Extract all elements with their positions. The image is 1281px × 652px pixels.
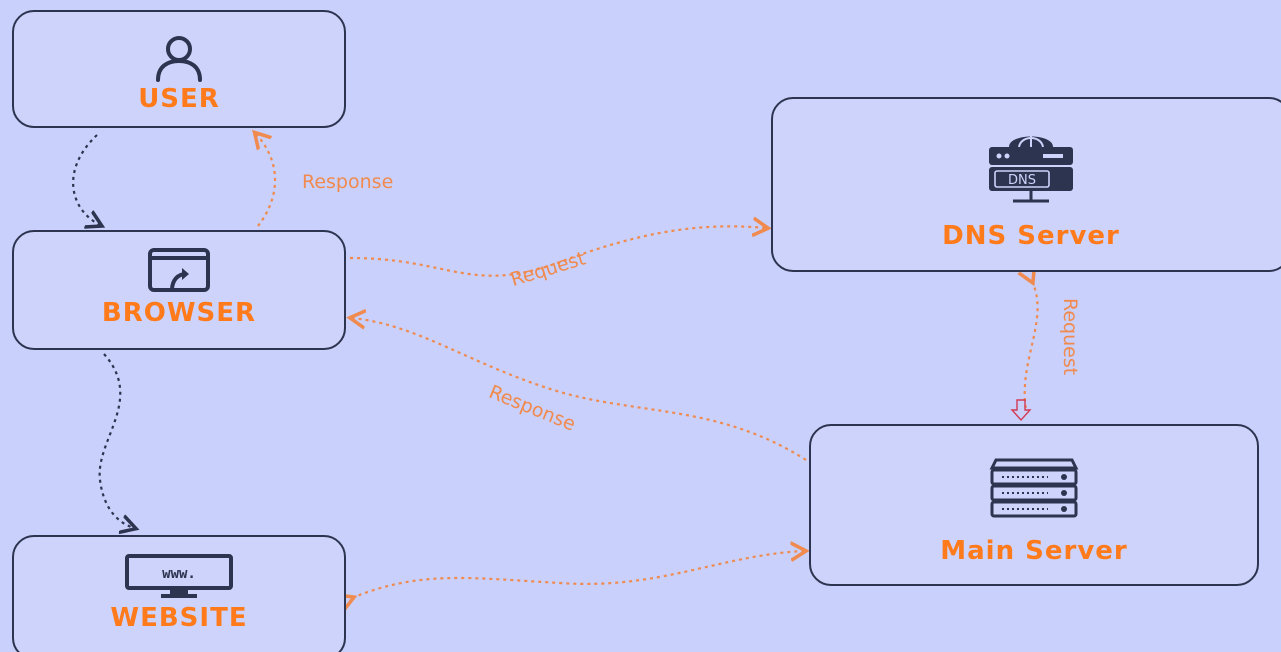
user-node: USER xyxy=(12,10,346,128)
browser-label: BROWSER xyxy=(101,298,257,328)
edge-main-website xyxy=(352,551,804,598)
edge-browser-to-website xyxy=(98,353,134,528)
dns-server-label: DNS Server xyxy=(942,221,1120,251)
dns-icon-text: DNS xyxy=(1008,173,1036,188)
user-label: USER xyxy=(138,84,220,114)
monitor-www-icon: www. xyxy=(123,553,235,603)
edge-dns-main-request xyxy=(1025,281,1039,411)
edge-browser-to-user-response xyxy=(256,134,277,227)
main-server-node: Main Server xyxy=(809,424,1259,586)
website-node: www. WEBSITE xyxy=(12,535,346,652)
response-label-top: Response xyxy=(302,171,394,193)
main-server-label: Main Server xyxy=(940,536,1128,566)
browser-node: BROWSER xyxy=(12,230,346,350)
edge-main-to-browser-response xyxy=(352,318,807,461)
dns-server-node: DNS DNS Server xyxy=(771,97,1281,272)
down-arrow-icon xyxy=(1010,399,1032,422)
website-label: WEBSITE xyxy=(110,603,248,633)
edge-user-to-browser xyxy=(72,134,100,225)
request-label-dns-main: Request xyxy=(1059,298,1081,376)
www-text: www. xyxy=(162,566,196,582)
server-rack-icon xyxy=(988,456,1080,526)
dns-server-icon: DNS xyxy=(983,125,1079,211)
user-icon xyxy=(152,34,206,88)
response-label-main-browser: Response xyxy=(485,381,579,436)
request-label-browser-dns: Request xyxy=(508,247,589,292)
browser-window-icon xyxy=(146,246,212,300)
